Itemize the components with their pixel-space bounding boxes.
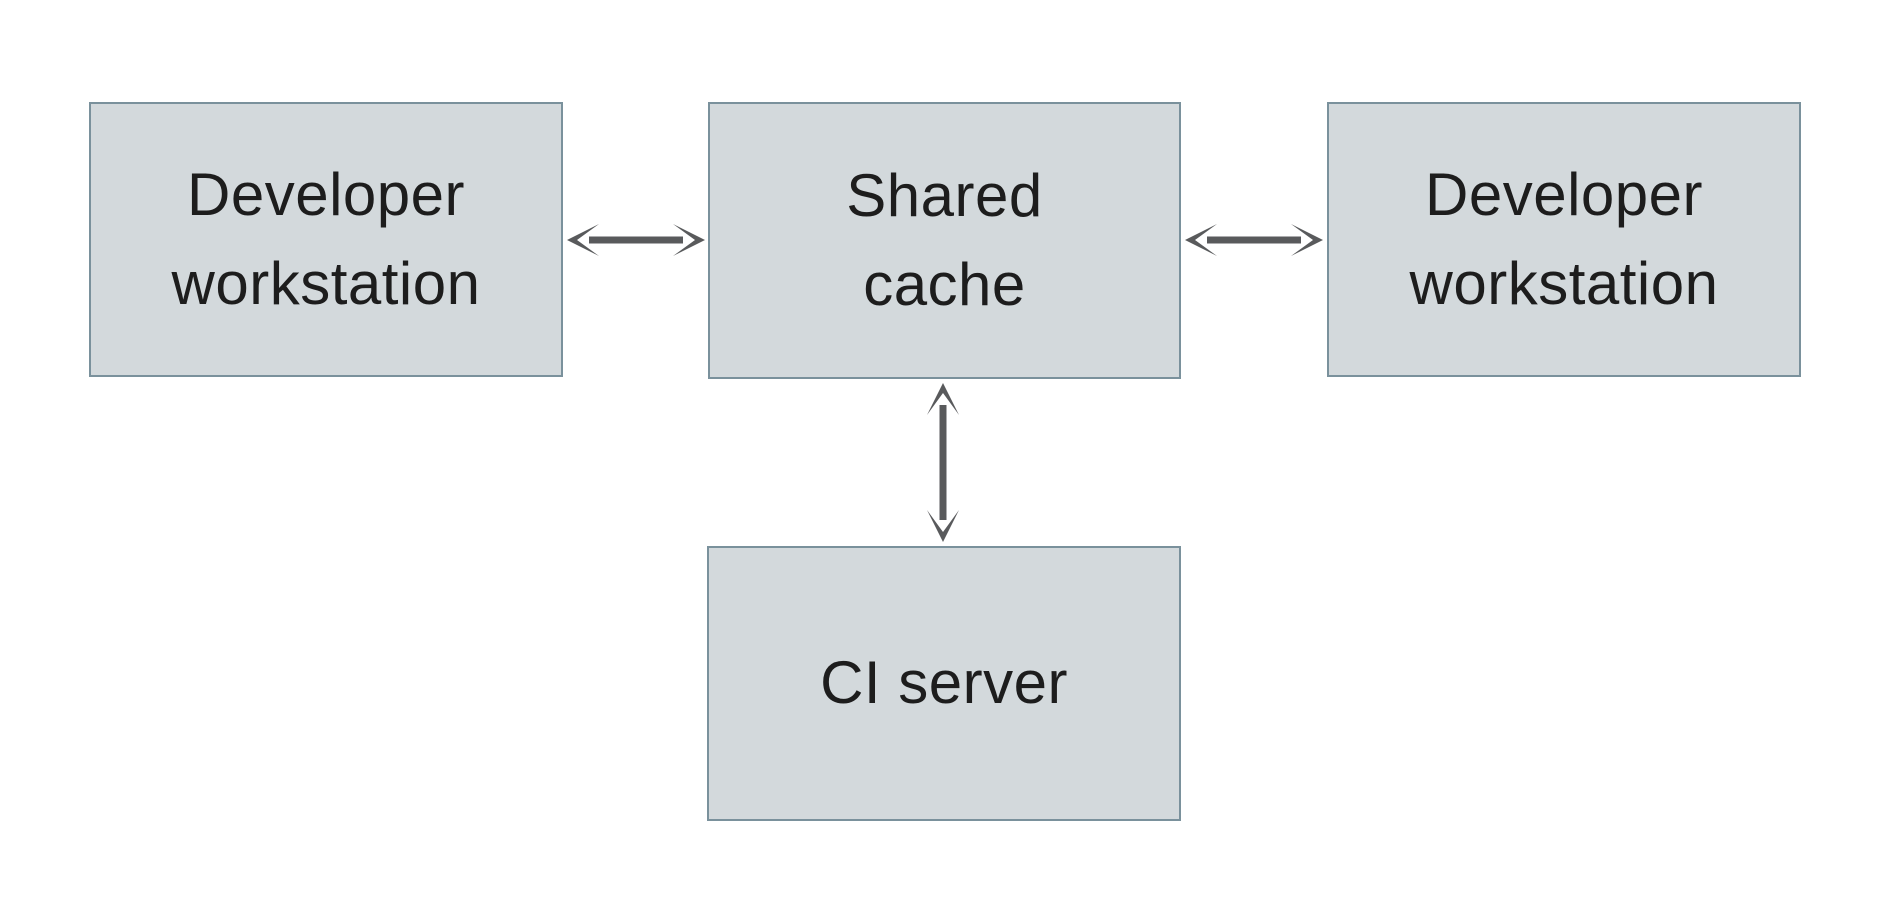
node-shared-cache: Shared cache xyxy=(708,102,1181,379)
node-ci-server: CI server xyxy=(707,546,1181,821)
node-label-developer-workstation-left: Developer workstation xyxy=(171,160,481,317)
arrow-head-up xyxy=(927,383,959,415)
node-label-shared-cache: Shared cache xyxy=(846,161,1043,318)
arrow-cache-devright-bidirectional-icon xyxy=(1185,224,1323,256)
arrow-head-down xyxy=(927,510,959,542)
arrow-head-left xyxy=(567,224,599,256)
node-label-ci-server: CI server xyxy=(820,649,1068,717)
arrow-head-right xyxy=(673,224,705,256)
node-developer-workstation-right: Developer workstation xyxy=(1327,102,1801,377)
arrow-cache-ciserver-bidirectional-icon xyxy=(927,383,959,542)
arrow-head-right xyxy=(1291,224,1323,256)
node-developer-workstation-left: Developer workstation xyxy=(89,102,563,377)
arrow-devleft-cache-bidirectional-icon xyxy=(567,224,705,256)
arrow-head-left xyxy=(1185,224,1217,256)
node-label-developer-workstation-right: Developer workstation xyxy=(1409,160,1719,317)
